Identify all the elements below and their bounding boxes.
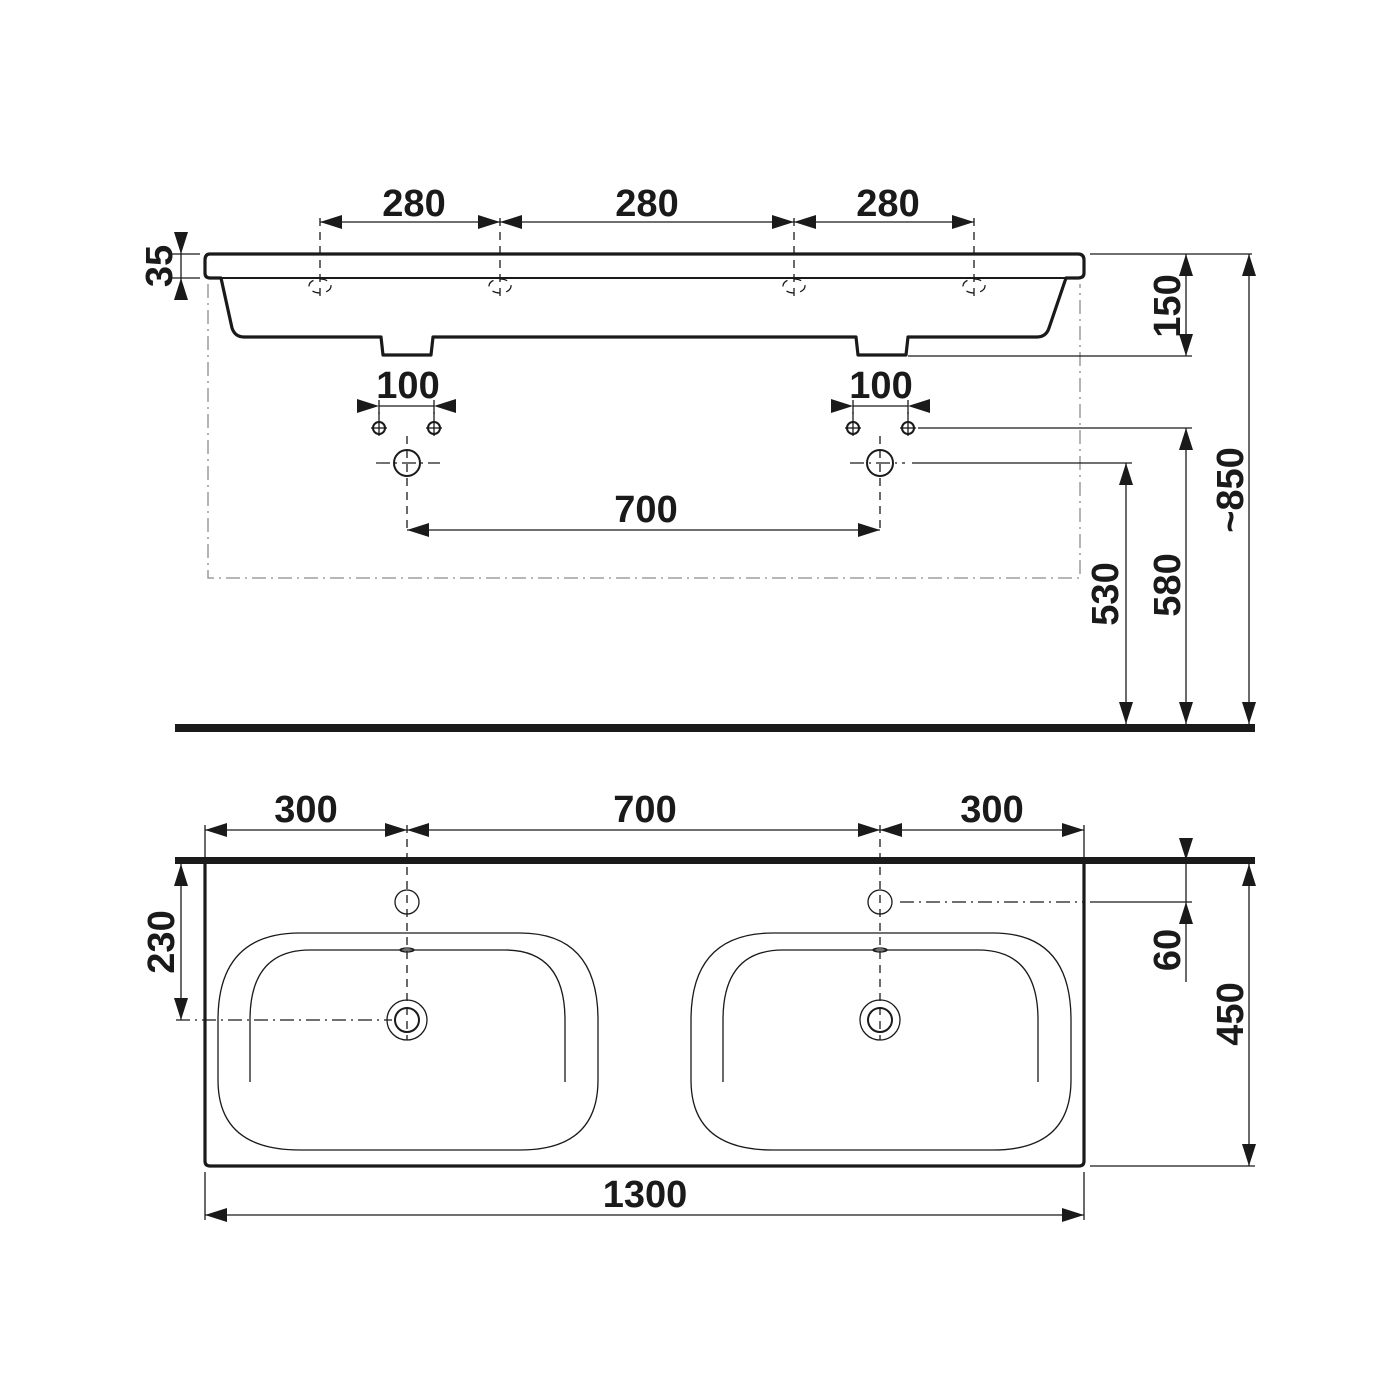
- basin-profile: [203, 252, 1086, 357]
- dim-label-700-plan: 700: [613, 789, 676, 831]
- dim-label-230: 230: [141, 910, 183, 973]
- dim-label-700-front: 700: [614, 489, 677, 531]
- tap-hole-centerlines: [308, 218, 986, 300]
- dim-label-1300: 1300: [603, 1174, 688, 1216]
- dim-label-280-c: 280: [856, 183, 919, 225]
- dim-label-450: 450: [1210, 982, 1252, 1045]
- wall-connections: [371, 412, 916, 532]
- floor-line: [175, 724, 1255, 732]
- dim-heights: 530 580 ~850: [912, 254, 1256, 726]
- dim-plan-top: 300 700 300: [204, 789, 1085, 858]
- dim-label-850: ~850: [1210, 447, 1252, 533]
- cabinet-outline: [207, 284, 1081, 579]
- dim-label-280-a: 280: [382, 183, 445, 225]
- dim-label-530: 530: [1085, 562, 1127, 625]
- front-view: 280 280 280 35 150: [139, 183, 1256, 732]
- dim-plan-width: 1300: [204, 1172, 1085, 1222]
- dim-waste-spacing: 700: [407, 489, 880, 537]
- dim-label-100-left: 100: [376, 365, 439, 407]
- dim-label-300-right: 300: [960, 789, 1023, 831]
- dim-label-100-right: 100: [849, 365, 912, 407]
- dim-label-300-left: 300: [274, 789, 337, 831]
- dim-tap-spacing: 280 280 280: [320, 183, 974, 229]
- dim-label-150: 150: [1147, 274, 1189, 337]
- dim-drain-depth: 230: [141, 864, 188, 1020]
- dim-basin-height: 150: [908, 253, 1252, 357]
- dim-valve-spacing: 100 100: [357, 365, 930, 414]
- dim-label-35: 35: [139, 245, 181, 287]
- bowl-right: [690, 889, 1072, 1151]
- dim-label-280-b: 280: [615, 183, 678, 225]
- dim-label-60: 60: [1147, 929, 1189, 971]
- wall-line: [175, 857, 1255, 864]
- dim-rim-thickness: 35: [139, 232, 200, 300]
- dim-plan-depth: 450: [1090, 864, 1256, 1167]
- plan-view: 300 700 300 230 60 450: [141, 789, 1256, 1222]
- dim-tap-hole-depth: 60: [1147, 838, 1193, 982]
- dim-label-580: 580: [1147, 553, 1189, 616]
